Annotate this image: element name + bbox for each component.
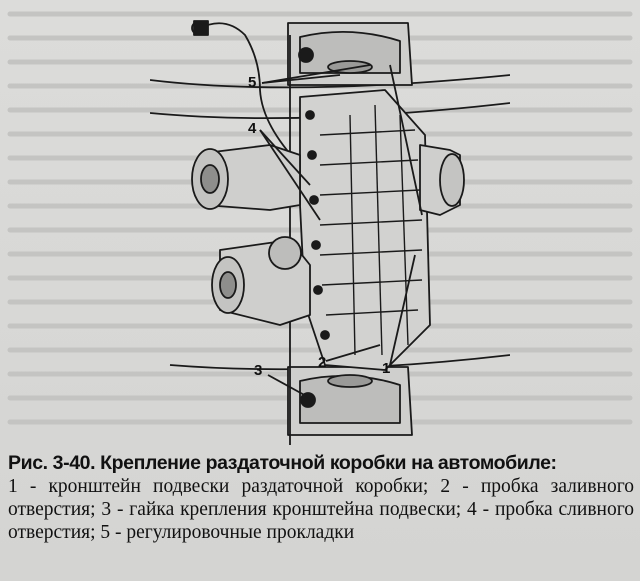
callout-3: 3	[254, 362, 262, 379]
caption-body: 1 - кронштейн подвески раздаточной короб…	[8, 476, 634, 543]
transfer-case-illustration: 5 4 3 2 1	[150, 20, 510, 445]
callout-5: 5	[248, 74, 256, 91]
figure-caption: Рис. 3-40. Крепление раздаточной коробки…	[8, 452, 634, 544]
callout-4: 4	[248, 120, 257, 137]
caption-title: Рис. 3-40. Крепление раздаточной коробки…	[8, 452, 557, 474]
callout-2: 2	[318, 354, 326, 371]
callout-1: 1	[382, 360, 390, 377]
